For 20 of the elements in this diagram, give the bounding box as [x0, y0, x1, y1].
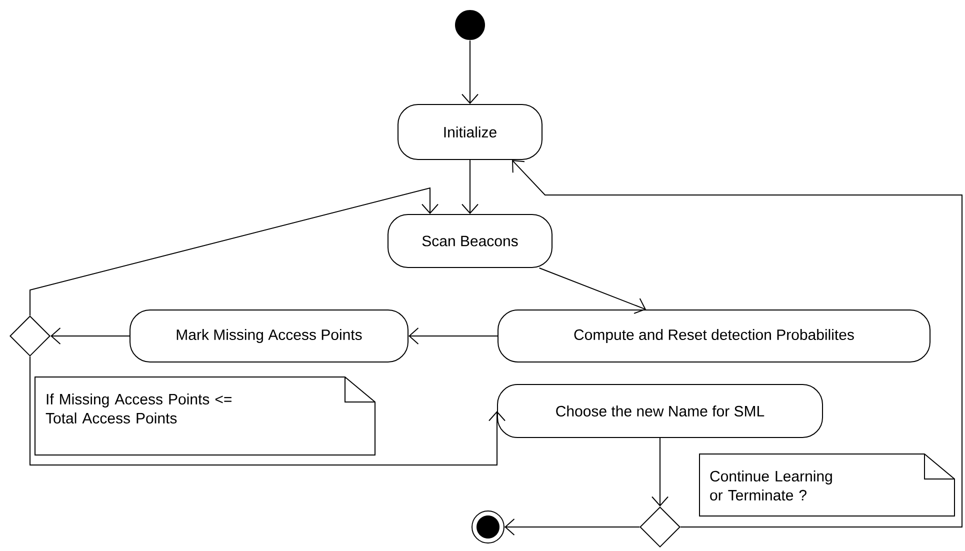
arrow — [652, 438, 668, 506]
action-box: Initialize — [398, 104, 542, 160]
note-box: If Missing Access Points <= Total Access Points — [34, 376, 376, 456]
arrow — [30, 356, 506, 466]
action-box: Scan Beacons — [388, 214, 552, 268]
arrow — [538, 268, 646, 314]
arrow — [30, 187, 438, 316]
arrow — [408, 328, 498, 344]
arrow — [504, 518, 640, 536]
action-box: Mark Missing Access Points — [130, 310, 408, 362]
action-box: Compute and Reset detection Probabilites — [498, 310, 931, 362]
arrow — [462, 40, 478, 104]
arrow — [512, 160, 963, 528]
note-box: Continue Learning or Terminate ? — [699, 454, 956, 516]
decision-diamond — [10, 316, 50, 356]
end-bullseye — [472, 510, 504, 544]
arrow — [462, 160, 478, 214]
arrow — [50, 328, 130, 344]
action-box: Choose the new Name for SML — [497, 384, 824, 438]
start-dot — [455, 10, 485, 40]
